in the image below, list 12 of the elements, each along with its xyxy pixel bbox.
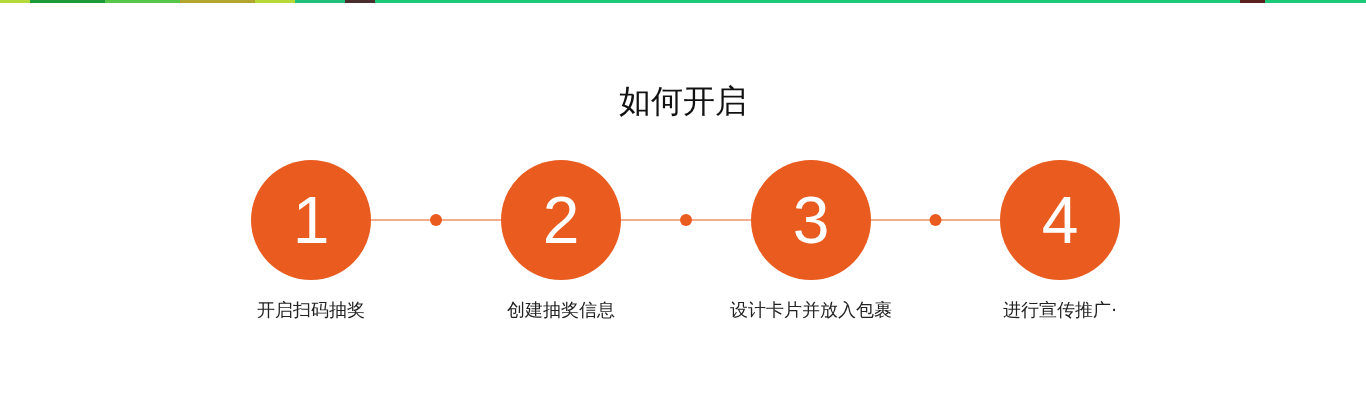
step-caption: 创建抽奖信息 (507, 298, 615, 322)
step-caption: 开启扫码抽奖 (257, 298, 365, 322)
connector-line (870, 214, 1001, 226)
step-caption: 进行宣传推广· (1003, 298, 1117, 322)
step-number: 3 (792, 187, 830, 253)
step-number: 1 (292, 187, 330, 253)
connector-line (370, 214, 502, 226)
step-number: 2 (542, 187, 580, 253)
title: 如何开启 (619, 82, 747, 120)
step-number: 4 (1041, 187, 1079, 253)
connector-line (620, 214, 752, 226)
step-caption: 设计卡片并放入包裹 (730, 298, 892, 322)
